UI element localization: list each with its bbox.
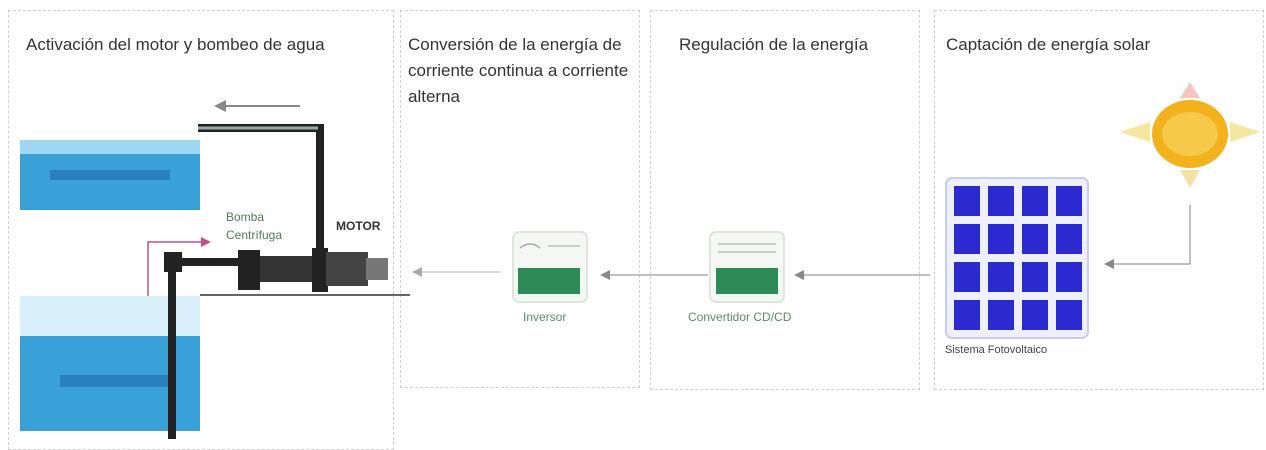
arrow-converter-to-inverter xyxy=(600,270,708,280)
motor-label: MOTOR xyxy=(336,219,381,233)
pv-cell xyxy=(1022,224,1048,254)
pv-cell xyxy=(1056,186,1082,216)
pump-label: Bomba Centrífuga xyxy=(226,210,283,242)
converter-label: Convertidor CD/CD xyxy=(688,310,792,324)
pv-cell xyxy=(1022,262,1048,292)
panel-inverter xyxy=(400,10,640,388)
pv-cell xyxy=(1022,300,1048,330)
pv-cell xyxy=(1056,262,1082,292)
pv-cell xyxy=(988,224,1014,254)
capture-panel-title: Captación de energía solar xyxy=(946,35,1151,54)
pv-panel xyxy=(945,177,1089,339)
arrow-inverter-to-motor xyxy=(412,267,500,277)
inverter-panel-title: Conversión de la energía de corriente co… xyxy=(408,35,629,106)
flow-arrow-up xyxy=(214,100,300,112)
sun-icon xyxy=(1120,82,1260,188)
pv-cell xyxy=(988,300,1014,330)
pv-cell xyxy=(954,262,980,292)
pv-cell xyxy=(954,300,980,330)
upper-water-tank xyxy=(20,140,200,210)
diagram-canvas xyxy=(20,82,1260,439)
converter-device xyxy=(709,231,785,303)
panel-capture xyxy=(934,10,1264,390)
regulation-panel-title: Regulación de la energía xyxy=(679,35,869,54)
pump-motor-assembly xyxy=(200,248,410,296)
arrow-pv-to-converter xyxy=(794,270,930,280)
panel-regulation xyxy=(650,10,920,390)
pv-cell xyxy=(1056,224,1082,254)
flow-arrow-suction xyxy=(147,237,211,296)
inverter-label: Inversor xyxy=(523,310,567,324)
delivery-pipe xyxy=(198,124,324,260)
arrow-sun-to-pv xyxy=(1104,205,1191,269)
inverter-device xyxy=(512,231,588,303)
pv-cell xyxy=(1056,300,1082,330)
pv-cell xyxy=(954,224,980,254)
pv-cell xyxy=(954,186,980,216)
motor-panel-title: Activación del motor y bombeo de agua xyxy=(26,35,325,54)
pv-cell xyxy=(1022,186,1048,216)
suction-pipe xyxy=(164,252,246,439)
pv-cell xyxy=(988,186,1014,216)
pv-cell xyxy=(988,262,1014,292)
pv-label: Sistema Fotovoltaico xyxy=(945,344,1048,356)
